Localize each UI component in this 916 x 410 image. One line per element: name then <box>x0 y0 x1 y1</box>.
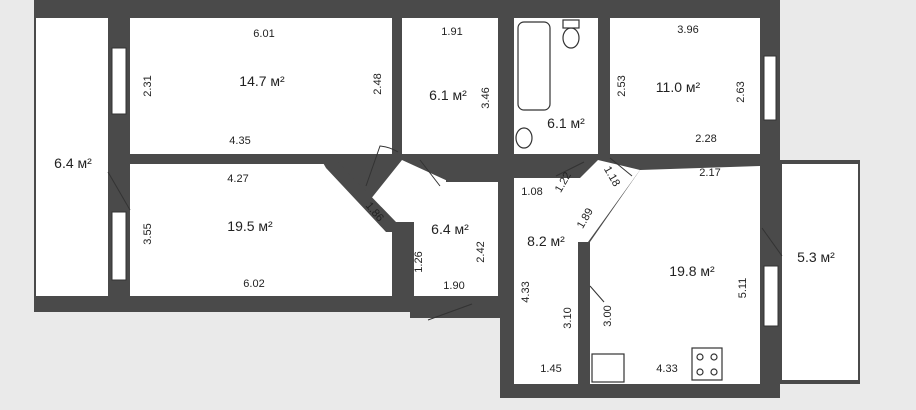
wall-v-bath-right <box>598 18 610 160</box>
area-bathroom: 6.1 м² <box>547 115 585 131</box>
dim-small-right: 3.46 <box>480 87 492 108</box>
area-room-north-east: 11.0 м² <box>656 79 701 95</box>
door-arc-balcony-w <box>107 171 131 211</box>
dim-kit-left: 3.00 <box>602 305 614 326</box>
dim-corr-bottom: 1.90 <box>443 280 464 292</box>
outer-wall-top-strip <box>34 0 780 18</box>
door-arc-small <box>419 159 441 187</box>
balcony-east-floor <box>782 164 858 380</box>
stove <box>691 347 723 381</box>
door-arc-kitchen <box>589 285 605 303</box>
dim-ne-left: 2.53 <box>616 75 628 96</box>
dim-ne-bottom: 2.28 <box>695 133 716 145</box>
balcony-west-floor <box>36 18 108 296</box>
dim-kit-right: 5.11 <box>737 278 749 299</box>
wall-v-small-left <box>392 18 402 154</box>
window-west-bottom <box>111 211 127 281</box>
dim-nw-left: 2.31 <box>142 75 154 96</box>
area-kitchen: 19.8 м² <box>669 263 715 279</box>
sink-kitchen <box>591 353 625 383</box>
wall-v-bath-left <box>498 18 514 314</box>
door-arc-bath <box>555 161 585 177</box>
wall-bottom-right <box>500 384 780 398</box>
dim-nw-right: 2.48 <box>372 73 384 94</box>
dim-kit-bottom: 4.33 <box>656 363 677 375</box>
dim-sw-top: 4.27 <box>227 173 248 185</box>
wall-diag-sw <box>318 154 396 232</box>
dim-corr-left: 1.26 <box>413 251 425 272</box>
dim-corr-right: 2.42 <box>475 241 487 262</box>
area-hall: 8.2 м² <box>527 233 565 249</box>
stove-burner <box>710 368 718 376</box>
dim-hall-top: 1.08 <box>521 186 542 198</box>
wall-kitchen-left <box>578 242 590 384</box>
door-arc-ne <box>609 157 633 177</box>
dim-ne-right: 2.63 <box>735 81 747 102</box>
room-north-west-floor <box>130 18 392 154</box>
dim-ne-top: 3.96 <box>677 24 698 36</box>
corridor-central-floor <box>370 160 498 296</box>
wall-bottom-strip <box>34 296 498 312</box>
door-arc-entrance <box>427 303 473 321</box>
room-north-east-floor <box>610 18 760 154</box>
stove-burner <box>696 353 704 361</box>
dim-kit-top: 2.17 <box>699 167 720 179</box>
dim-nw-bottom: 4.35 <box>229 135 250 147</box>
dim-sw-left: 3.55 <box>142 223 154 244</box>
dim-sw-bottom: 6.02 <box>243 278 264 290</box>
door-arc-nw <box>365 145 399 187</box>
hall-floor <box>514 160 640 384</box>
area-room-south-west: 19.5 м² <box>227 218 273 234</box>
dim-hall-bottom: 1.45 <box>540 363 561 375</box>
room-south-west-floor <box>130 164 392 296</box>
wall-h-nw <box>130 154 326 164</box>
area-balcony-west: 6.4 м² <box>54 155 92 171</box>
room-small-floor <box>402 18 498 154</box>
window-west-top <box>111 47 127 115</box>
area-corridor-central: 6.4 м² <box>431 221 469 237</box>
kitchen-floor <box>590 166 760 384</box>
wall-v-corr-right <box>392 222 414 296</box>
toilet <box>562 27 580 49</box>
toilet-tank <box>562 19 580 29</box>
window-kitchen <box>763 265 779 327</box>
bathtub <box>517 21 551 111</box>
dim-hall-left: 4.33 <box>520 281 532 302</box>
dim-hall-niche: 3.10 <box>562 307 574 328</box>
door-arc-balcony-e <box>761 227 783 257</box>
area-balcony-east: 5.3 м² <box>797 249 835 265</box>
dim-small-top: 1.91 <box>441 26 462 38</box>
stove-burner <box>710 353 718 361</box>
stove-burner <box>696 368 704 376</box>
window-ne <box>763 55 777 121</box>
area-room-north-west: 14.7 м² <box>239 73 285 89</box>
dim-nw-top: 6.01 <box>253 28 274 40</box>
area-room-small: 6.1 м² <box>429 87 467 103</box>
wall-h-corr <box>446 172 498 182</box>
sink-bath <box>515 127 533 149</box>
